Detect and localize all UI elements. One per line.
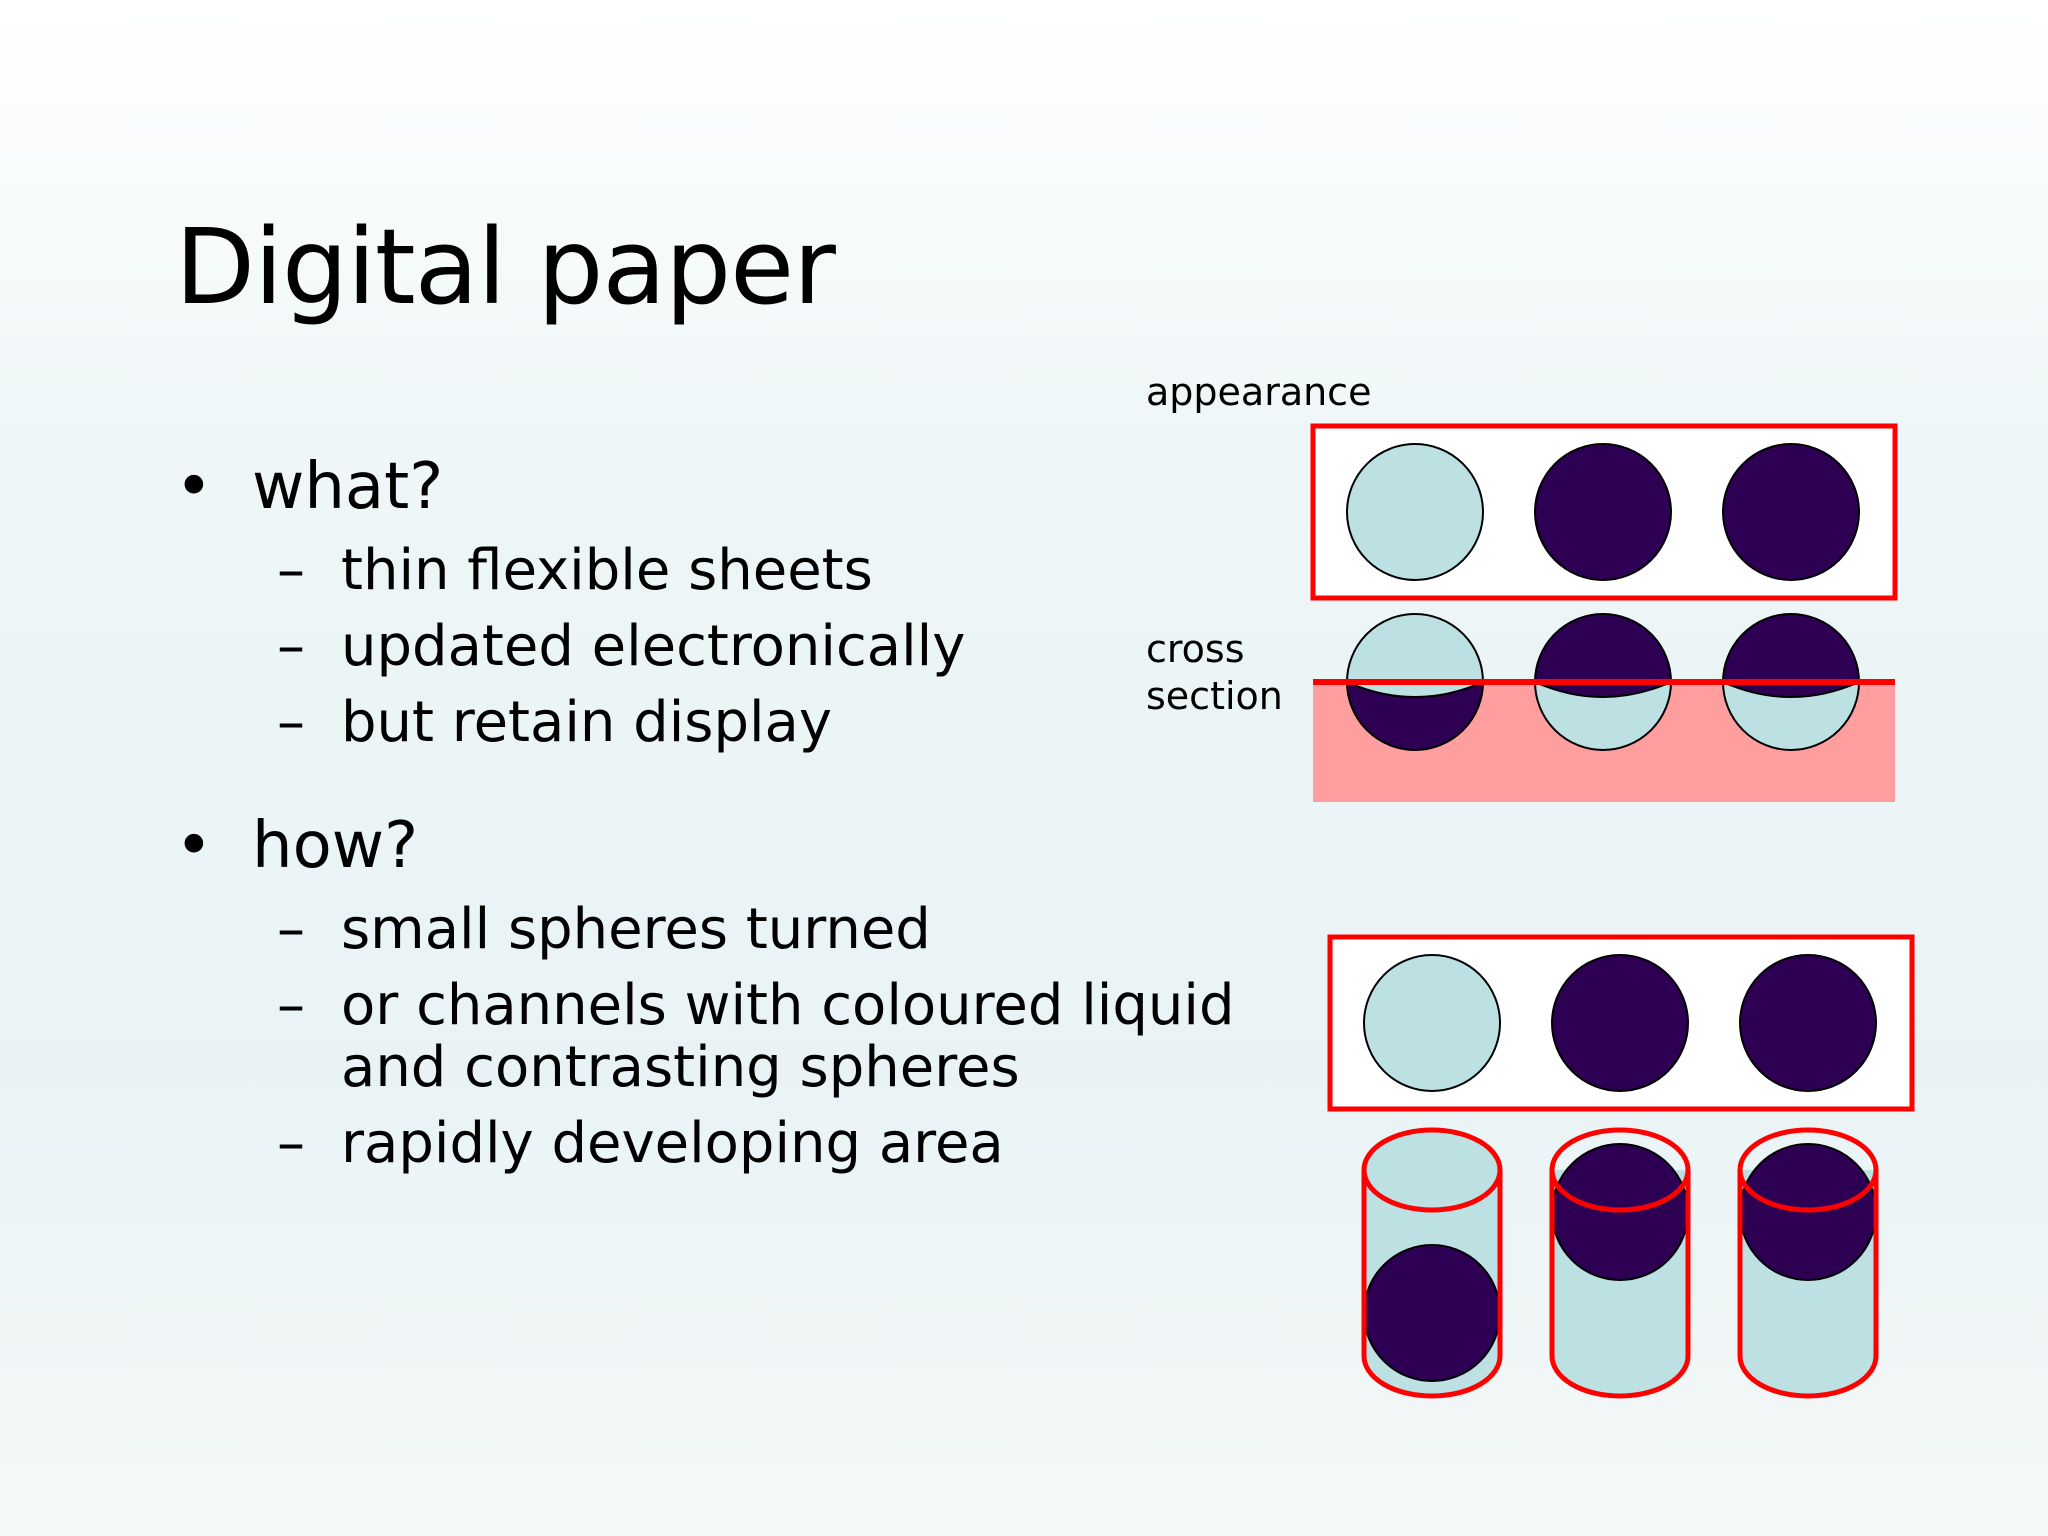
sub-dash: –: [277, 690, 305, 755]
channel-cylinder-3: [1737, 1127, 1879, 1399]
cross-section-label-line2: section: [1146, 674, 1283, 718]
bullet-label: what?: [252, 450, 444, 524]
sub-item-text: small spheres turned: [341, 897, 931, 962]
appearance-label: appearance: [1146, 370, 1372, 414]
sub-item-text: and contrasting spheres: [341, 1035, 1020, 1100]
sub-item-text: but retain display: [341, 690, 833, 755]
channel-cylinder-2: [1549, 1127, 1691, 1399]
dark-sphere: [1722, 443, 1860, 581]
light-sphere: [1363, 954, 1501, 1092]
sub-dash: –: [277, 614, 305, 679]
bullet-dot: •: [175, 450, 213, 524]
bullet-dot: •: [175, 809, 213, 883]
cross-section-panel: [1313, 613, 1895, 802]
appearance-panel-top: [1310, 423, 1898, 601]
slide-title: Digital paper: [175, 206, 836, 328]
channel-cylinder-1: [1361, 1127, 1503, 1399]
sub-item-text: updated electronically: [341, 614, 966, 679]
cross-section-label-line1: cross: [1146, 627, 1245, 671]
light-sphere: [1346, 443, 1484, 581]
sub-dash: –: [277, 538, 305, 603]
sub-item-text: rapidly developing area: [341, 1111, 1004, 1176]
dark-sphere: [1551, 954, 1689, 1092]
appearance-panel-bottom: [1327, 934, 1915, 1112]
bullet-label: how?: [252, 809, 419, 883]
dark-sphere: [1363, 1244, 1501, 1382]
sub-dash: –: [277, 897, 305, 962]
sub-item-text: thin flexible sheets: [341, 538, 873, 603]
sub-dash: –: [277, 973, 305, 1038]
dark-sphere: [1534, 443, 1672, 581]
sub-item-text: or channels with coloured liquid: [341, 973, 1235, 1038]
sub-dash: –: [277, 1111, 305, 1176]
dark-sphere: [1739, 954, 1877, 1092]
